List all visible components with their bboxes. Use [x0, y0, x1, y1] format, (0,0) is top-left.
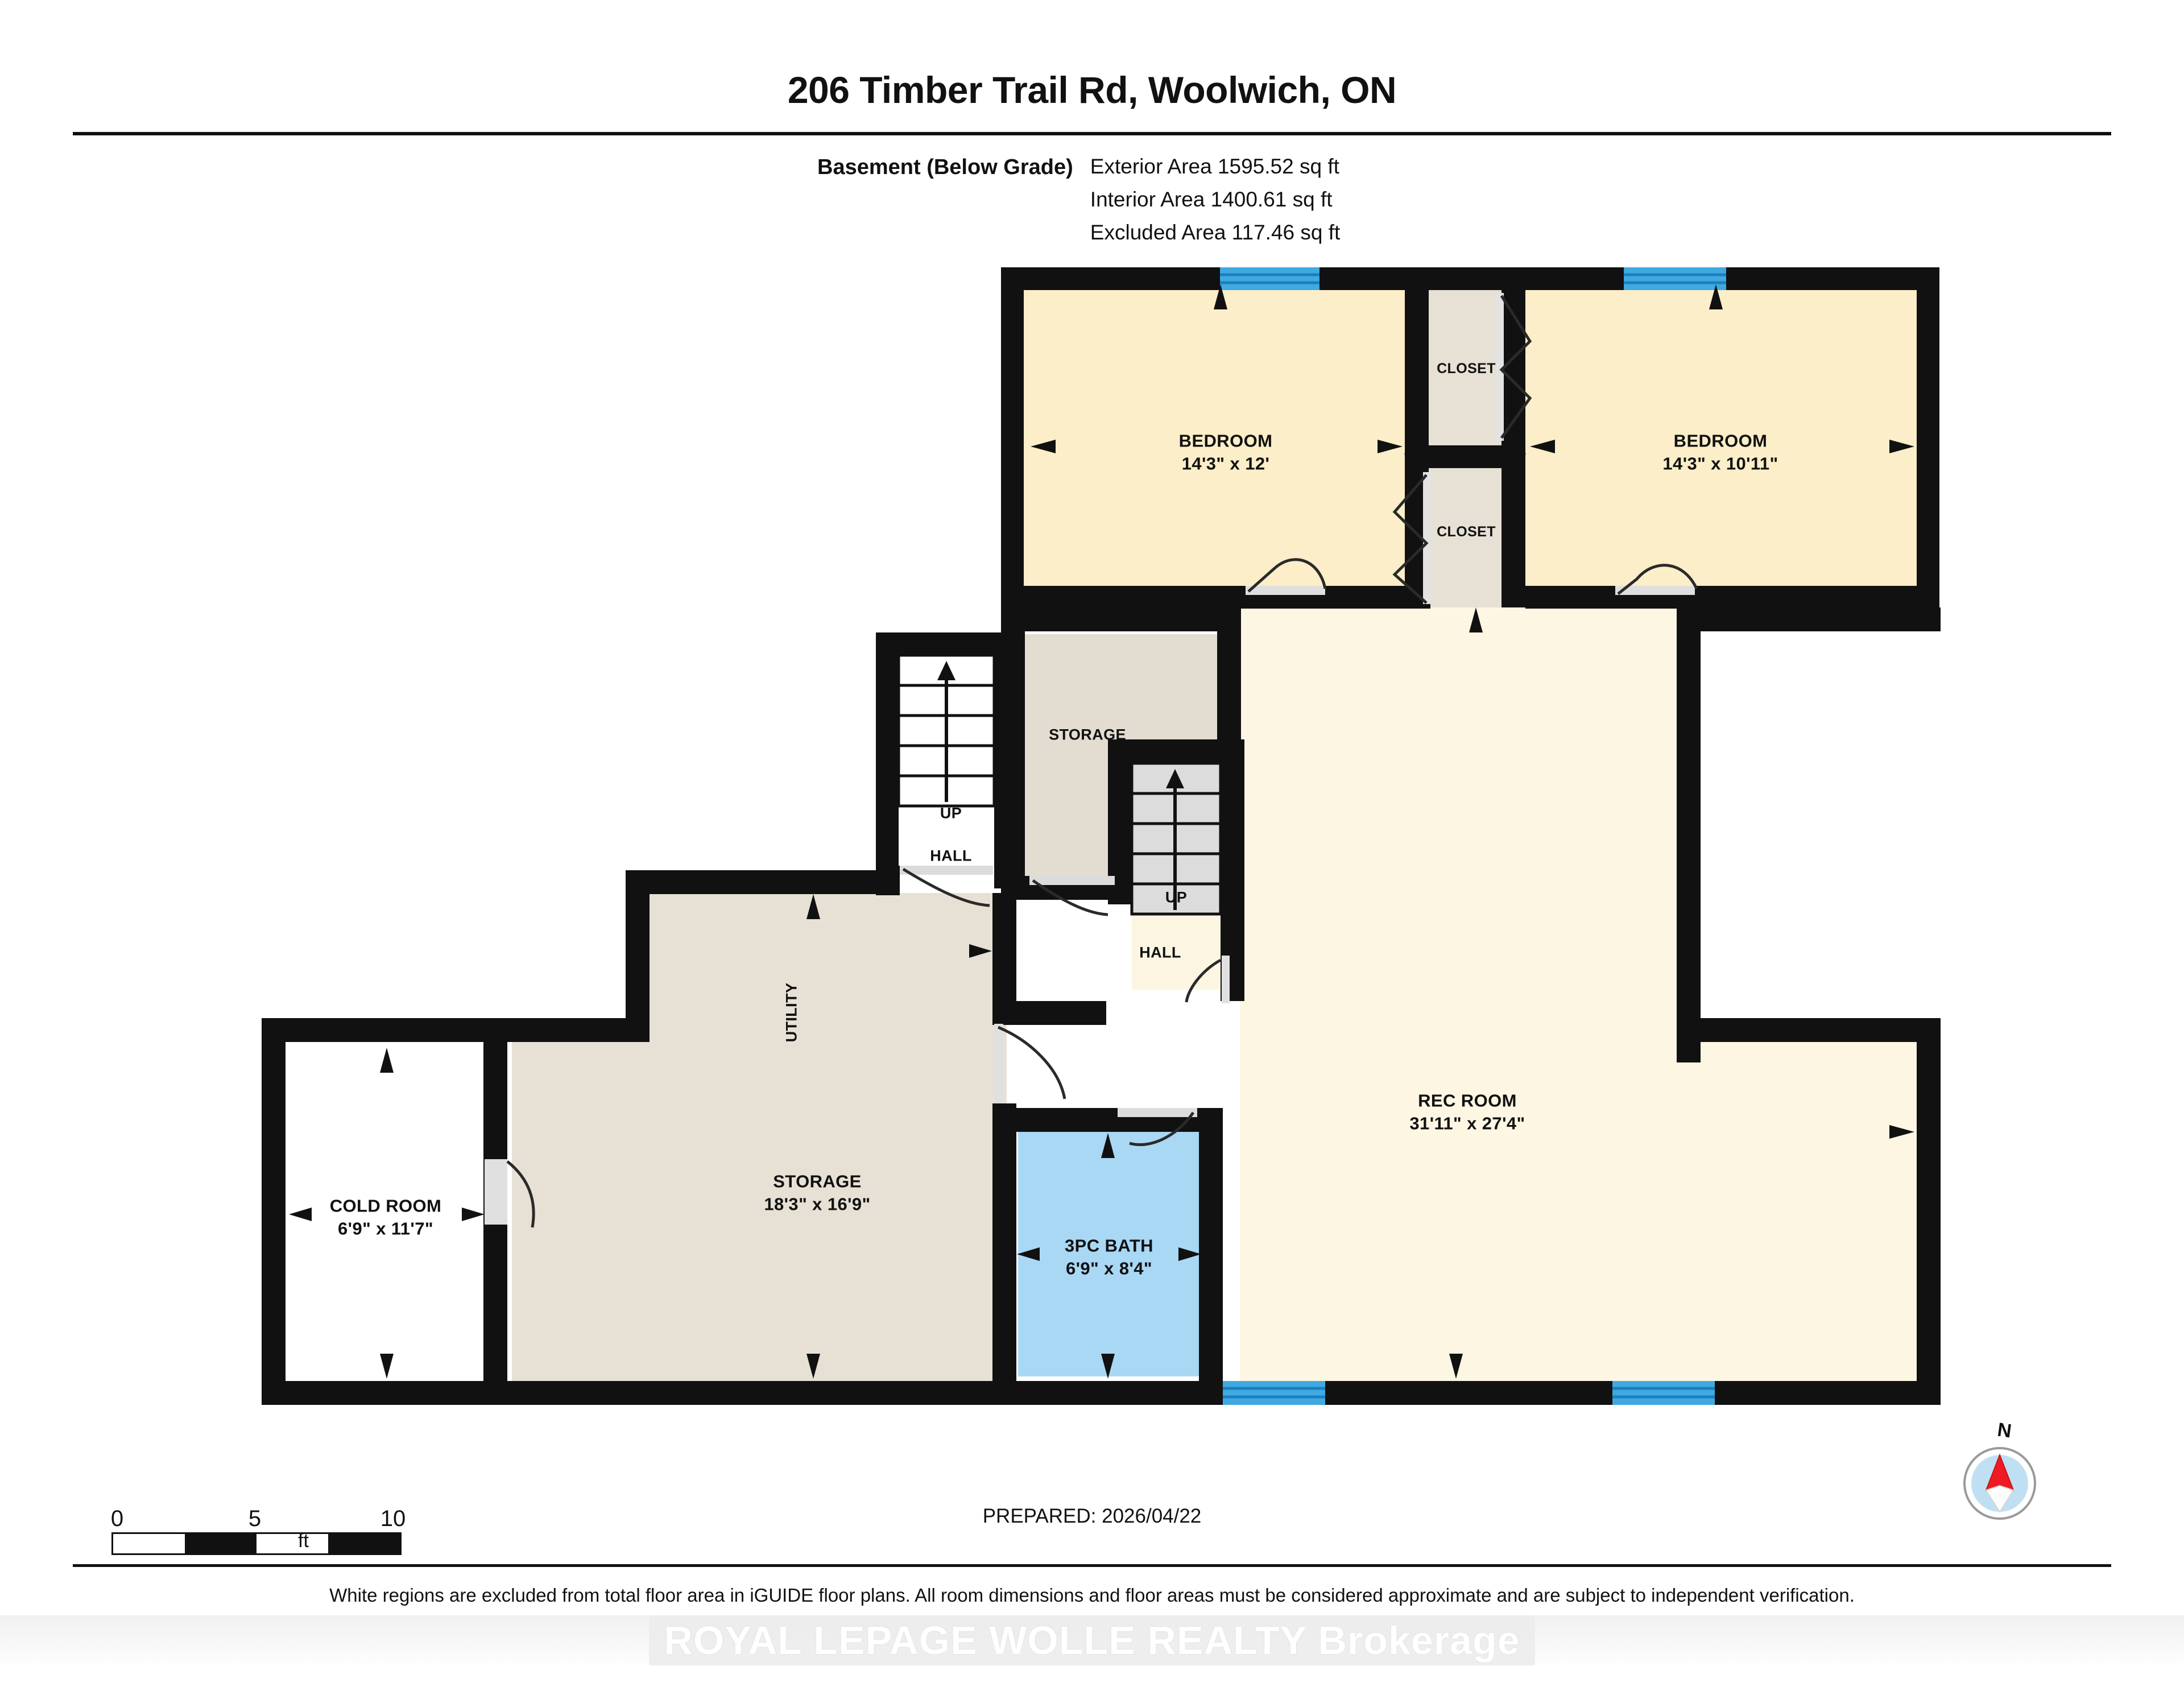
door-storage-small	[1029, 876, 1115, 916]
wall-util-right-upper	[992, 893, 1016, 1012]
wall-storage-small-left	[1001, 607, 1025, 898]
interior-area: Interior Area 1400.61 sq ft	[1090, 188, 1333, 211]
wall-notch-bottom	[1677, 1018, 1921, 1042]
room-fill-bath	[1018, 1132, 1200, 1376]
floor-summary: Basement (Below Grade) Exterior Area 159…	[817, 155, 1340, 245]
window-rec-room-right	[1612, 1381, 1715, 1405]
compass-north-label: N	[1996, 1419, 2013, 1442]
wall-coldroom-bottom	[262, 1381, 507, 1405]
wall-notch-left	[1677, 607, 1701, 1062]
wall-storage-small-top	[1001, 607, 1228, 631]
wall-notch-top	[1701, 607, 1922, 631]
door-closet-2	[1392, 472, 1431, 604]
scale-track	[111, 1532, 402, 1555]
scale-bar: 0 5 10	[110, 1506, 406, 1555]
wall-upper-right	[1917, 267, 1939, 609]
scale-seg	[328, 1534, 400, 1553]
door-hall-1	[900, 866, 993, 907]
room-fill-bedroom-1	[1024, 289, 1428, 607]
wall-hall1-left	[876, 632, 899, 888]
floor-plan-drawing	[262, 267, 1941, 1405]
scale-tick-0: 0	[110, 1506, 124, 1531]
door-cold-room	[485, 1159, 535, 1228]
door-hall-2	[1185, 956, 1230, 1003]
door-bath	[1118, 1108, 1197, 1147]
wall-upper-left	[1001, 267, 1024, 609]
door-bedroom-1	[1246, 558, 1327, 595]
header-divider	[73, 132, 2111, 135]
watermark-text: ROYAL LEPAGE WOLLE REALTY Brokerage	[649, 1615, 1535, 1665]
wall-closet-right-2	[1502, 468, 1525, 607]
door-utility	[994, 1024, 1066, 1103]
compass-icon	[1961, 1445, 2038, 1522]
door-bedroom-2	[1615, 564, 1698, 595]
excluded-void-right	[1706, 614, 1917, 1035]
wall-hall1-top	[876, 632, 1017, 655]
wall-notch-right	[1917, 607, 1941, 631]
window-bedroom-1	[1220, 267, 1320, 290]
wall-storage-small-right	[1217, 607, 1241, 744]
room-fill-utility-storage	[512, 893, 1007, 1382]
brokerage-watermark: ROYAL LEPAGE WOLLE REALTY Brokerage	[0, 1615, 2184, 1665]
window-rec-room-left	[1223, 1381, 1325, 1405]
dimension-arrows	[289, 284, 1914, 1379]
scale-seg	[257, 1534, 328, 1553]
excluded-area: Excluded Area 117.46 sq ft	[1090, 221, 1341, 244]
scale-tick-5: 5	[248, 1506, 262, 1531]
wall-upper-top	[1001, 267, 1939, 290]
wall-utility-left-up	[626, 870, 650, 1041]
scale-tick-10: 10	[380, 1506, 406, 1531]
room-fill-cold-room	[290, 1049, 483, 1379]
scale-seg	[113, 1534, 185, 1553]
scale-seg	[185, 1534, 257, 1553]
wall-bath-right	[1199, 1108, 1223, 1387]
door-closet-1	[1496, 293, 1532, 441]
wall-utility-top	[626, 870, 899, 894]
window-bedroom-2	[1624, 267, 1726, 290]
page-title: 206 Timber Trail Rd, Woolwich, ON	[787, 69, 1397, 111]
room-fill-closet-1	[1428, 289, 1502, 445]
floor-label: Basement (Below Grade)	[817, 155, 1073, 179]
room-fill-closet-2	[1428, 468, 1502, 607]
wall-upper-bottom-left	[1001, 586, 1240, 609]
wall-rec-right-lower	[1917, 1018, 1941, 1382]
stairs-hall-2	[1130, 762, 1222, 916]
wall-bed2-bottom	[1525, 586, 1918, 609]
scale-unit-label: ft	[298, 1530, 309, 1552]
prepared-date: PREPARED: 2026/04/22	[982, 1505, 1202, 1527]
wall-util-right-lower	[992, 1103, 1016, 1388]
room-fill-rec-room	[1240, 607, 1917, 1382]
footer-divider	[73, 1564, 2111, 1567]
stairs-hall-1	[897, 654, 996, 808]
doors	[485, 293, 1698, 1228]
room-fill-bedroom-2	[1524, 289, 1917, 607]
wall-outer-left	[262, 1018, 286, 1405]
wall-outer-left-top	[262, 1018, 489, 1042]
disclaimer-text: White regions are excluded from total fl…	[329, 1585, 1855, 1606]
wall-utility-left-step	[489, 1018, 650, 1042]
exterior-area: Exterior Area 1595.52 sq ft	[1090, 155, 1339, 178]
windows	[1220, 267, 1726, 1405]
wall-util-hall-bridge	[992, 1001, 1106, 1025]
